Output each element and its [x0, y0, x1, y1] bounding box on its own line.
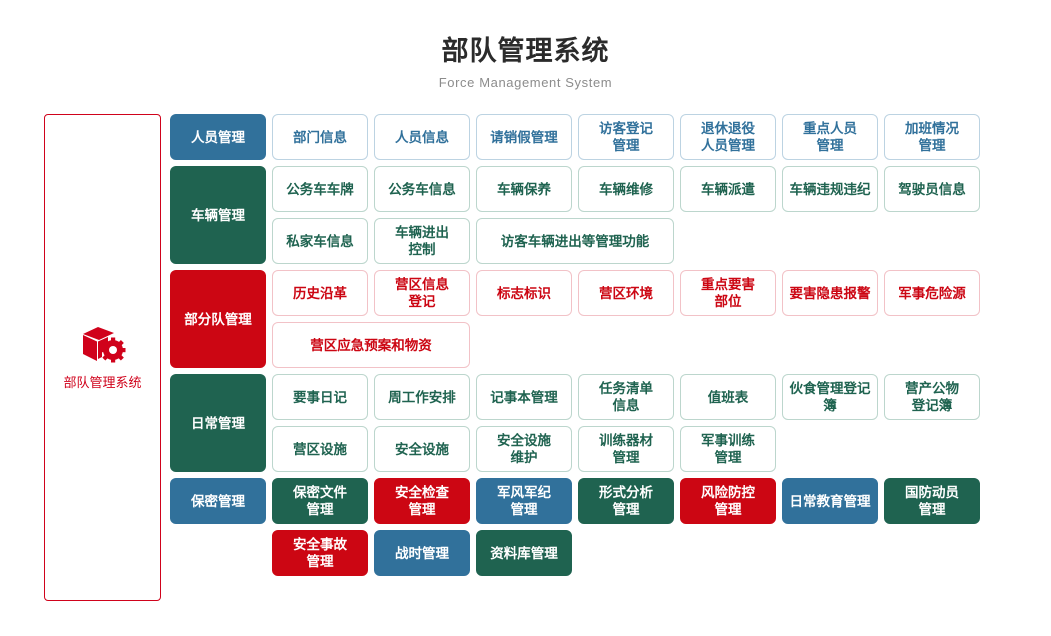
row-items: 保密文件 管理安全检查 管理军风军纪 管理形式分析 管理风险防控 管理日常教育管…: [272, 478, 980, 524]
module-tile[interactable]: 退休退役 人员管理: [680, 114, 776, 160]
page-subtitle: Force Management System: [438, 75, 613, 90]
module-tile[interactable]: 安全设施 维护: [476, 426, 572, 472]
module-tile[interactable]: 安全事故 管理: [272, 530, 368, 576]
module-tile[interactable]: 营区应急预案和物资: [272, 322, 470, 368]
module-tile[interactable]: 军事危险源: [884, 270, 980, 316]
module-tile[interactable]: 训练器材 管理: [578, 426, 674, 472]
module-tile[interactable]: 形式分析 管理: [578, 478, 674, 524]
module-tile[interactable]: 访客登记 管理: [578, 114, 674, 160]
module-tile[interactable]: 军事训练 管理: [680, 426, 776, 472]
module-tile[interactable]: 重点要害 部位: [680, 270, 776, 316]
category-spacer: [170, 530, 266, 576]
category-label-4[interactable]: 保密管理: [170, 478, 266, 524]
row-items: 部门信息人员信息请销假管理访客登记 管理退休退役 人员管理重点人员 管理加班情况…: [272, 114, 980, 160]
module-tile[interactable]: 安全检查 管理: [374, 478, 470, 524]
item-line: 营区设施安全设施安全设施 维护训练器材 管理军事训练 管理: [272, 426, 980, 472]
module-row: 人员管理部门信息人员信息请销假管理访客登记 管理退休退役 人员管理重点人员 管理…: [170, 114, 980, 160]
page-title: 部队管理系统: [441, 36, 610, 66]
module-tile[interactable]: 营产公物 登记簿: [884, 374, 980, 420]
module-tile[interactable]: 私家车信息: [272, 218, 368, 264]
module-row: 安全事故 管理战时管理资料库管理: [170, 530, 980, 576]
module-tile[interactable]: 公务车车牌: [272, 166, 368, 212]
module-tile[interactable]: 日常教育管理: [782, 478, 878, 524]
module-grid: 人员管理部门信息人员信息请销假管理访客登记 管理退休退役 人员管理重点人员 管理…: [170, 114, 980, 576]
module-tile[interactable]: 营区设施: [272, 426, 368, 472]
module-tile[interactable]: 部门信息: [272, 114, 368, 160]
module-row: 保密管理保密文件 管理安全检查 管理军风军纪 管理形式分析 管理风险防控 管理日…: [170, 478, 980, 524]
category-label-3[interactable]: 日常管理: [170, 374, 266, 472]
item-line: 要事日记周工作安排记事本管理任务清单 信息值班表伙食管理登记簿营产公物 登记簿: [272, 374, 980, 420]
module-tile[interactable]: 要害隐患报警: [782, 270, 878, 316]
module-tile[interactable]: 风险防控 管理: [680, 478, 776, 524]
item-line: 公务车车牌公务车信息车辆保养车辆维修车辆派遣车辆违规违纪驾驶员信息: [272, 166, 980, 212]
module-tile[interactable]: 重点人员 管理: [782, 114, 878, 160]
body-area: 部队管理系统 人员管理部门信息人员信息请销假管理访客登记 管理退休退役 人员管理…: [0, 93, 1051, 601]
module-tile[interactable]: 公务车信息: [374, 166, 470, 212]
item-line: 安全事故 管理战时管理资料库管理: [272, 530, 980, 576]
module-tile[interactable]: 战时管理: [374, 530, 470, 576]
category-label-2[interactable]: 部分队管理: [170, 270, 266, 368]
module-tile[interactable]: 加班情况 管理: [884, 114, 980, 160]
module-tile[interactable]: 访客车辆进出等管理功能: [476, 218, 674, 264]
item-line: 历史沿革营区信息 登记标志标识营区环境重点要害 部位要害隐患报警军事危险源: [272, 270, 980, 316]
module-tile[interactable]: 周工作安排: [374, 374, 470, 420]
module-tile[interactable]: 记事本管理: [476, 374, 572, 420]
module-row: 车辆管理公务车车牌公务车信息车辆保养车辆维修车辆派遣车辆违规违纪驾驶员信息私家车…: [170, 166, 980, 264]
module-tile[interactable]: 标志标识: [476, 270, 572, 316]
module-tile[interactable]: 伙食管理登记簿: [782, 374, 878, 420]
module-tile[interactable]: 安全设施: [374, 426, 470, 472]
module-tile[interactable]: 历史沿革: [272, 270, 368, 316]
module-tile[interactable]: 要事日记: [272, 374, 368, 420]
module-tile[interactable]: 车辆进出 控制: [374, 218, 470, 264]
module-tile[interactable]: 车辆维修: [578, 166, 674, 212]
module-tile[interactable]: 营区信息 登记: [374, 270, 470, 316]
module-tile[interactable]: 军风军纪 管理: [476, 478, 572, 524]
category-label-1[interactable]: 车辆管理: [170, 166, 266, 264]
module-tile[interactable]: 人员信息: [374, 114, 470, 160]
brand-label: 部队管理系统: [63, 375, 142, 390]
category-label-0[interactable]: 人员管理: [170, 114, 266, 160]
item-line: 部门信息人员信息请销假管理访客登记 管理退休退役 人员管理重点人员 管理加班情况…: [272, 114, 980, 160]
row-items: 公务车车牌公务车信息车辆保养车辆维修车辆派遣车辆违规违纪驾驶员信息私家车信息车辆…: [272, 166, 980, 264]
row-items: 要事日记周工作安排记事本管理任务清单 信息值班表伙食管理登记簿营产公物 登记簿营…: [272, 374, 980, 472]
module-tile[interactable]: 值班表: [680, 374, 776, 420]
module-tile[interactable]: 任务清单 信息: [578, 374, 674, 420]
module-tile[interactable]: 车辆保养: [476, 166, 572, 212]
module-row: 日常管理要事日记周工作安排记事本管理任务清单 信息值班表伙食管理登记簿营产公物 …: [170, 374, 980, 472]
item-line: 保密文件 管理安全检查 管理军风军纪 管理形式分析 管理风险防控 管理日常教育管…: [272, 478, 980, 524]
item-line: 营区应急预案和物资: [272, 322, 980, 368]
row-items: 安全事故 管理战时管理资料库管理: [272, 530, 980, 576]
page-header: 部队管理系统 Force Management System: [0, 0, 1051, 93]
module-tile[interactable]: 请销假管理: [476, 114, 572, 160]
module-tile[interactable]: 车辆违规违纪: [782, 166, 878, 212]
module-tile[interactable]: 资料库管理: [476, 530, 572, 576]
box-gear-icon: [80, 323, 126, 365]
module-tile[interactable]: 国防动员 管理: [884, 478, 980, 524]
brand-panel: 部队管理系统: [44, 114, 161, 601]
module-row: 部分队管理历史沿革营区信息 登记标志标识营区环境重点要害 部位要害隐患报警军事危…: [170, 270, 980, 368]
module-tile[interactable]: 营区环境: [578, 270, 674, 316]
module-tile[interactable]: 车辆派遣: [680, 166, 776, 212]
item-line: 私家车信息车辆进出 控制访客车辆进出等管理功能: [272, 218, 980, 264]
module-tile[interactable]: 保密文件 管理: [272, 478, 368, 524]
module-tile[interactable]: 驾驶员信息: [884, 166, 980, 212]
row-items: 历史沿革营区信息 登记标志标识营区环境重点要害 部位要害隐患报警军事危险源营区应…: [272, 270, 980, 368]
